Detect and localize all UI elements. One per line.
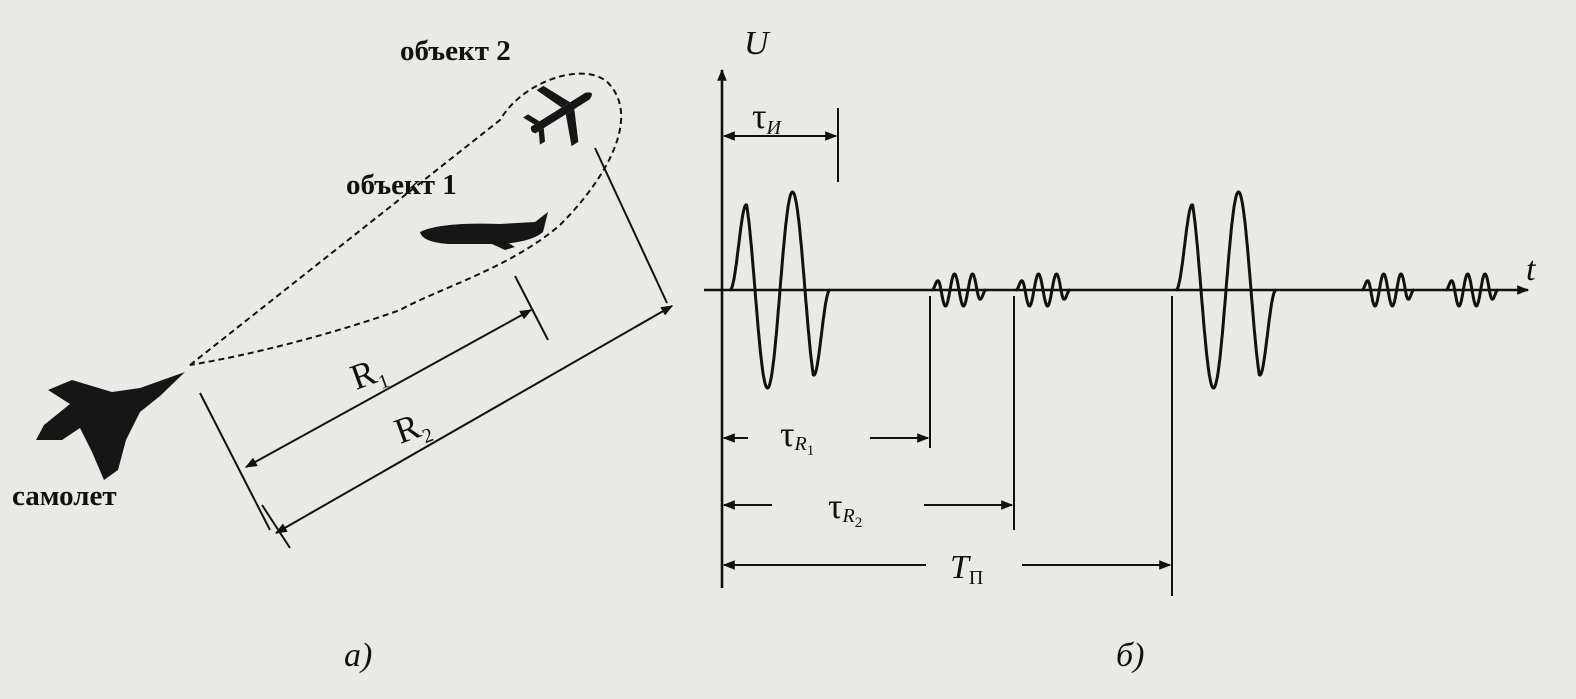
r1-label: R1 <box>345 348 392 402</box>
tau-r2-label: τR2 <box>828 486 862 531</box>
t-axis-label: t <box>1526 251 1537 288</box>
echo-pulse-object1 <box>930 272 988 308</box>
echo-pulse-object2-second <box>1444 272 1500 308</box>
caption-b: б) <box>1116 637 1144 674</box>
tau-i-label: τИ <box>752 96 782 139</box>
aircraft-label: самолет <box>12 480 117 512</box>
panel-a: объект 2 объект 1 самолет R1 R2 а) <box>12 35 674 674</box>
r1-extension-near <box>199 392 271 531</box>
caption-a: а) <box>344 637 372 674</box>
u-axis-label: U <box>744 25 771 62</box>
tau-r1-label: τR1 <box>780 414 814 459</box>
r2-extension-far <box>594 147 668 304</box>
airliner-side-icon <box>420 212 548 250</box>
echo-pulse-object1-second <box>1360 272 1416 308</box>
panel-b: U t τИ τR1 τR2 TП б) <box>704 25 1537 674</box>
r2-label: R2 <box>389 402 436 456</box>
period-label: TП <box>950 549 983 589</box>
r1-extension-far <box>514 275 549 341</box>
transmitted-pulse-1 <box>728 190 832 390</box>
object1-label: объект 1 <box>346 169 457 201</box>
echo-pulse-object2 <box>1014 272 1072 308</box>
r2-dimension-line <box>274 305 674 534</box>
fighter-jet-icon <box>36 372 185 480</box>
airliner-top-icon <box>522 85 592 147</box>
object2-label: объект 2 <box>400 35 511 67</box>
transmitted-pulse-2 <box>1174 190 1278 390</box>
